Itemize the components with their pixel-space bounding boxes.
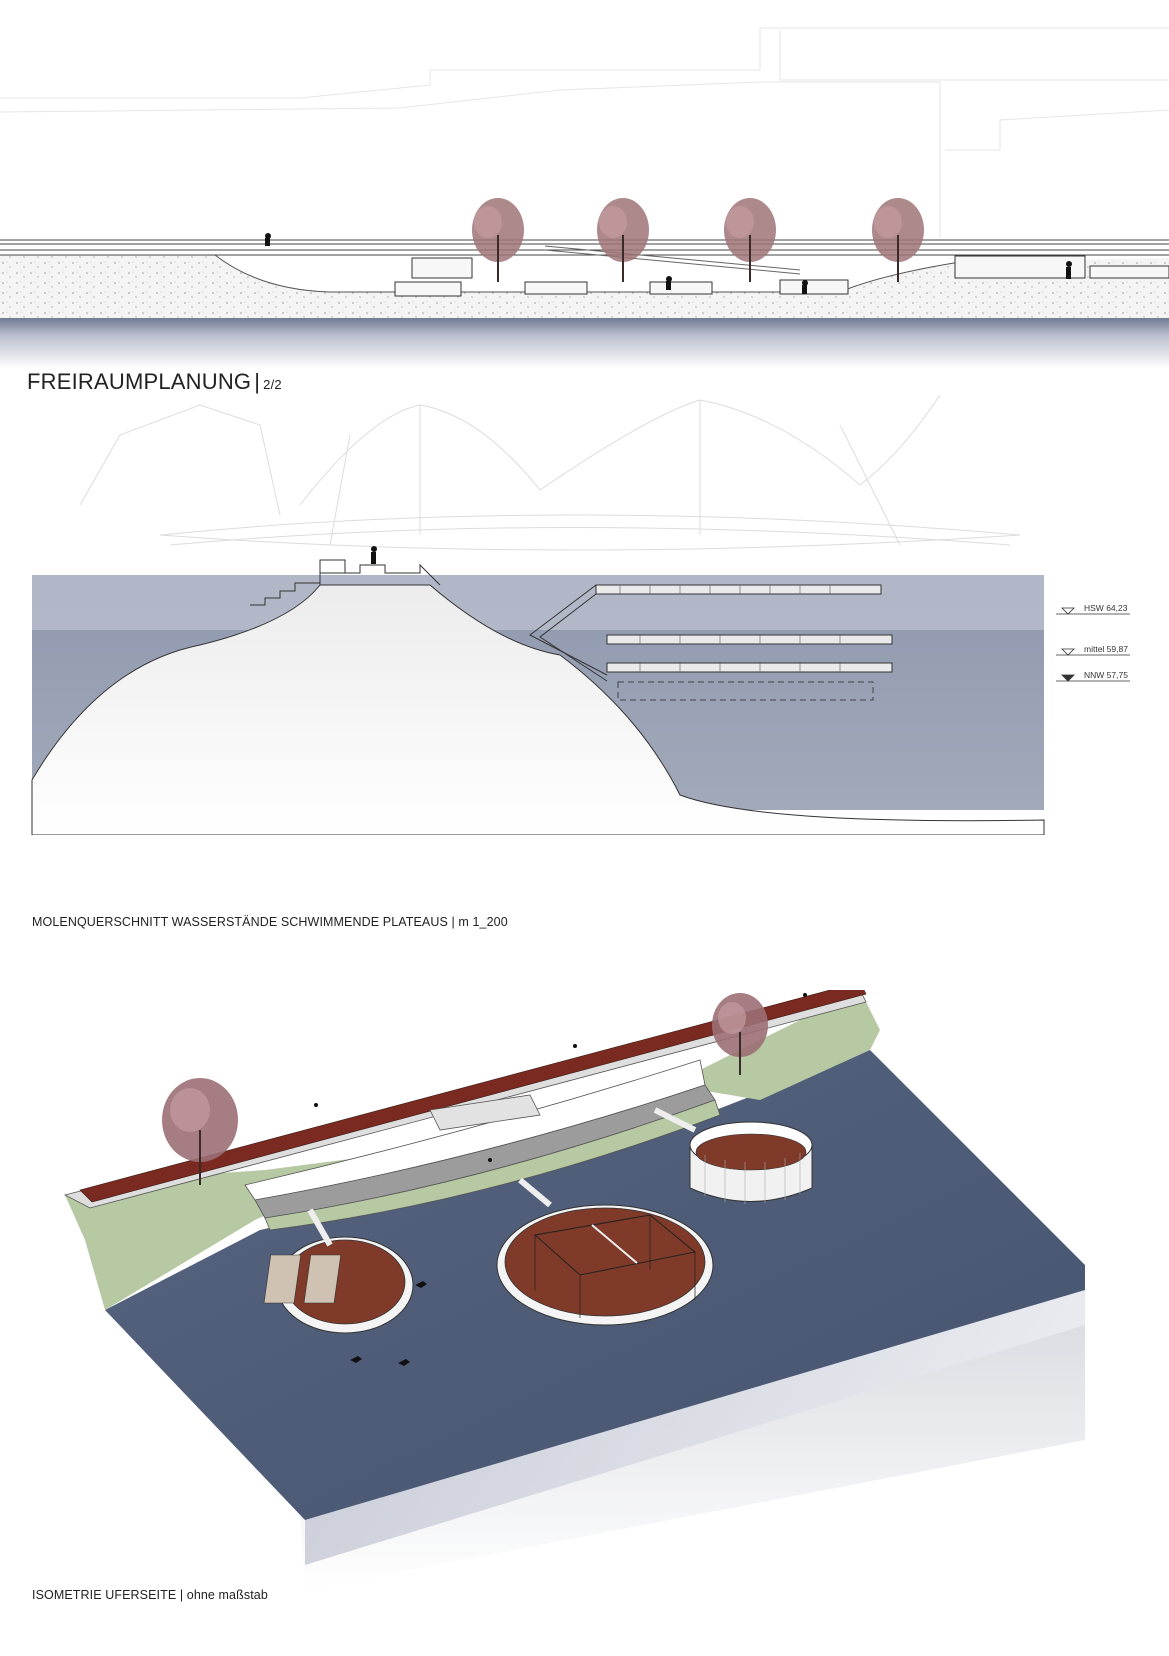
isometric-riverbank-drawing — [63, 990, 1085, 1590]
tree-icon — [162, 993, 768, 1185]
promenade-elevation-drawing — [0, 27, 1169, 368]
level-mittel-label: mittel 59,87 — [1084, 644, 1128, 654]
level-hsw-label: HSW 64,23 — [1084, 603, 1128, 613]
page-title-text: FREIRAUMPLANUNG — [27, 369, 252, 394]
page-title: FREIRAUMPLANUNG|2/2 — [27, 369, 282, 395]
title-separator: | — [254, 369, 261, 394]
isometry-caption: ISOMETRIE UFERSEITE | ohne maßstab — [32, 1588, 268, 1602]
section-caption: MOLENQUERSCHNITT WASSERSTÄNDE SCHWIMMEND… — [32, 915, 508, 929]
page-number: 2/2 — [263, 377, 282, 392]
level-nnw-label: NNW 57,75 — [1084, 670, 1128, 680]
mole-cross-section-drawing: HSW 64,23 mittel 59,87 NNW 57,75 — [31, 395, 1130, 835]
tree-icon — [472, 198, 924, 282]
